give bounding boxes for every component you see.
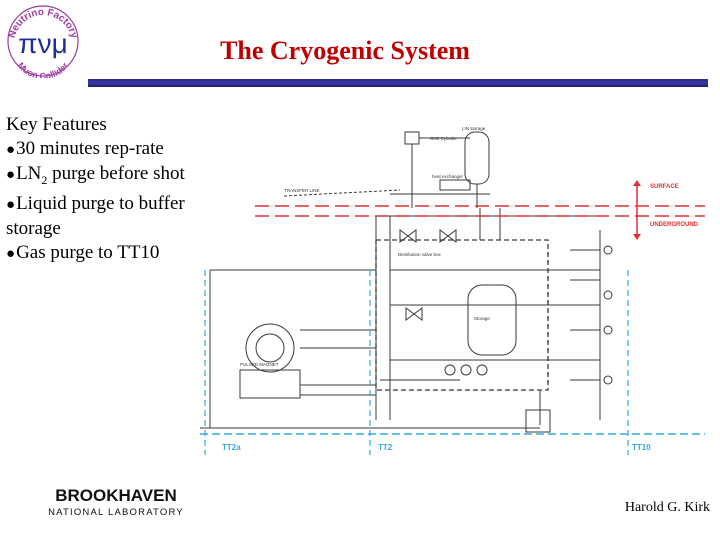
logo-symbol: πνμ — [18, 28, 67, 59]
bottom-heat-exchanger — [525, 409, 551, 433]
bnl-bottom-text: NATIONAL LABORATORY — [48, 507, 184, 518]
lin-storage-tank — [464, 131, 490, 185]
pulsed-magnet-coil — [245, 323, 295, 373]
transfer-line-label: TRANSFER LINE — [284, 188, 320, 193]
feature-item: ●LN2 purge before shot — [6, 163, 185, 187]
pulsed-magnet-box — [239, 369, 301, 399]
tt2a-label: TT2a — [222, 443, 241, 452]
author-name: Harold G. Kirk — [624, 500, 710, 515]
magnet-label: PULSED MAGNET — [240, 362, 279, 367]
lin-storage-label: LIN storage — [462, 126, 486, 131]
tunnel-sections: TT2a TT2 TT10 — [200, 270, 705, 455]
feature-item: ●Liquid purge to buffer storage — [6, 192, 185, 239]
slide-title: The Cryogenic System — [220, 36, 470, 65]
tt10-label: TT10 — [632, 443, 651, 452]
gas-cylinder-label: GN2 Cylinder — [430, 136, 458, 141]
heat-exchanger-label: heat exchanger — [432, 174, 464, 179]
feature-item: ●Gas purge to TT10 — [6, 241, 160, 263]
underground-label: UNDERGROUND — [650, 222, 699, 228]
feature-item: ●30 minutes rep-rate — [6, 138, 164, 159]
surface-label: SURFACE — [650, 184, 679, 190]
gas-station-box — [404, 131, 420, 145]
neutrino-factory-logo: Neutrino Factory Muon Collider πνμ — [7, 5, 79, 78]
brookhaven-logo: BROOKHAVEN NATIONAL LABORATORY — [48, 486, 184, 518]
features-heading: Key Features — [6, 114, 107, 135]
buffer-label: Storage — [474, 316, 490, 321]
key-features: Key Features ●30 minutes rep-rate ●LN2 p… — [6, 113, 211, 266]
valve-box-label: Distribution valve box — [398, 252, 442, 257]
buffer-storage-dewar — [467, 284, 517, 356]
cryogenic-schematic: SURFACE UNDERGROUND TT2a TT2 TT10 Distri… — [200, 126, 705, 455]
tt2-label: TT2 — [378, 443, 393, 452]
bnl-top-text: BROOKHAVEN — [55, 486, 177, 505]
surface-level-marker: SURFACE UNDERGROUND — [255, 180, 705, 240]
heat-exchanger-box — [439, 179, 471, 191]
title-bar — [88, 79, 708, 87]
